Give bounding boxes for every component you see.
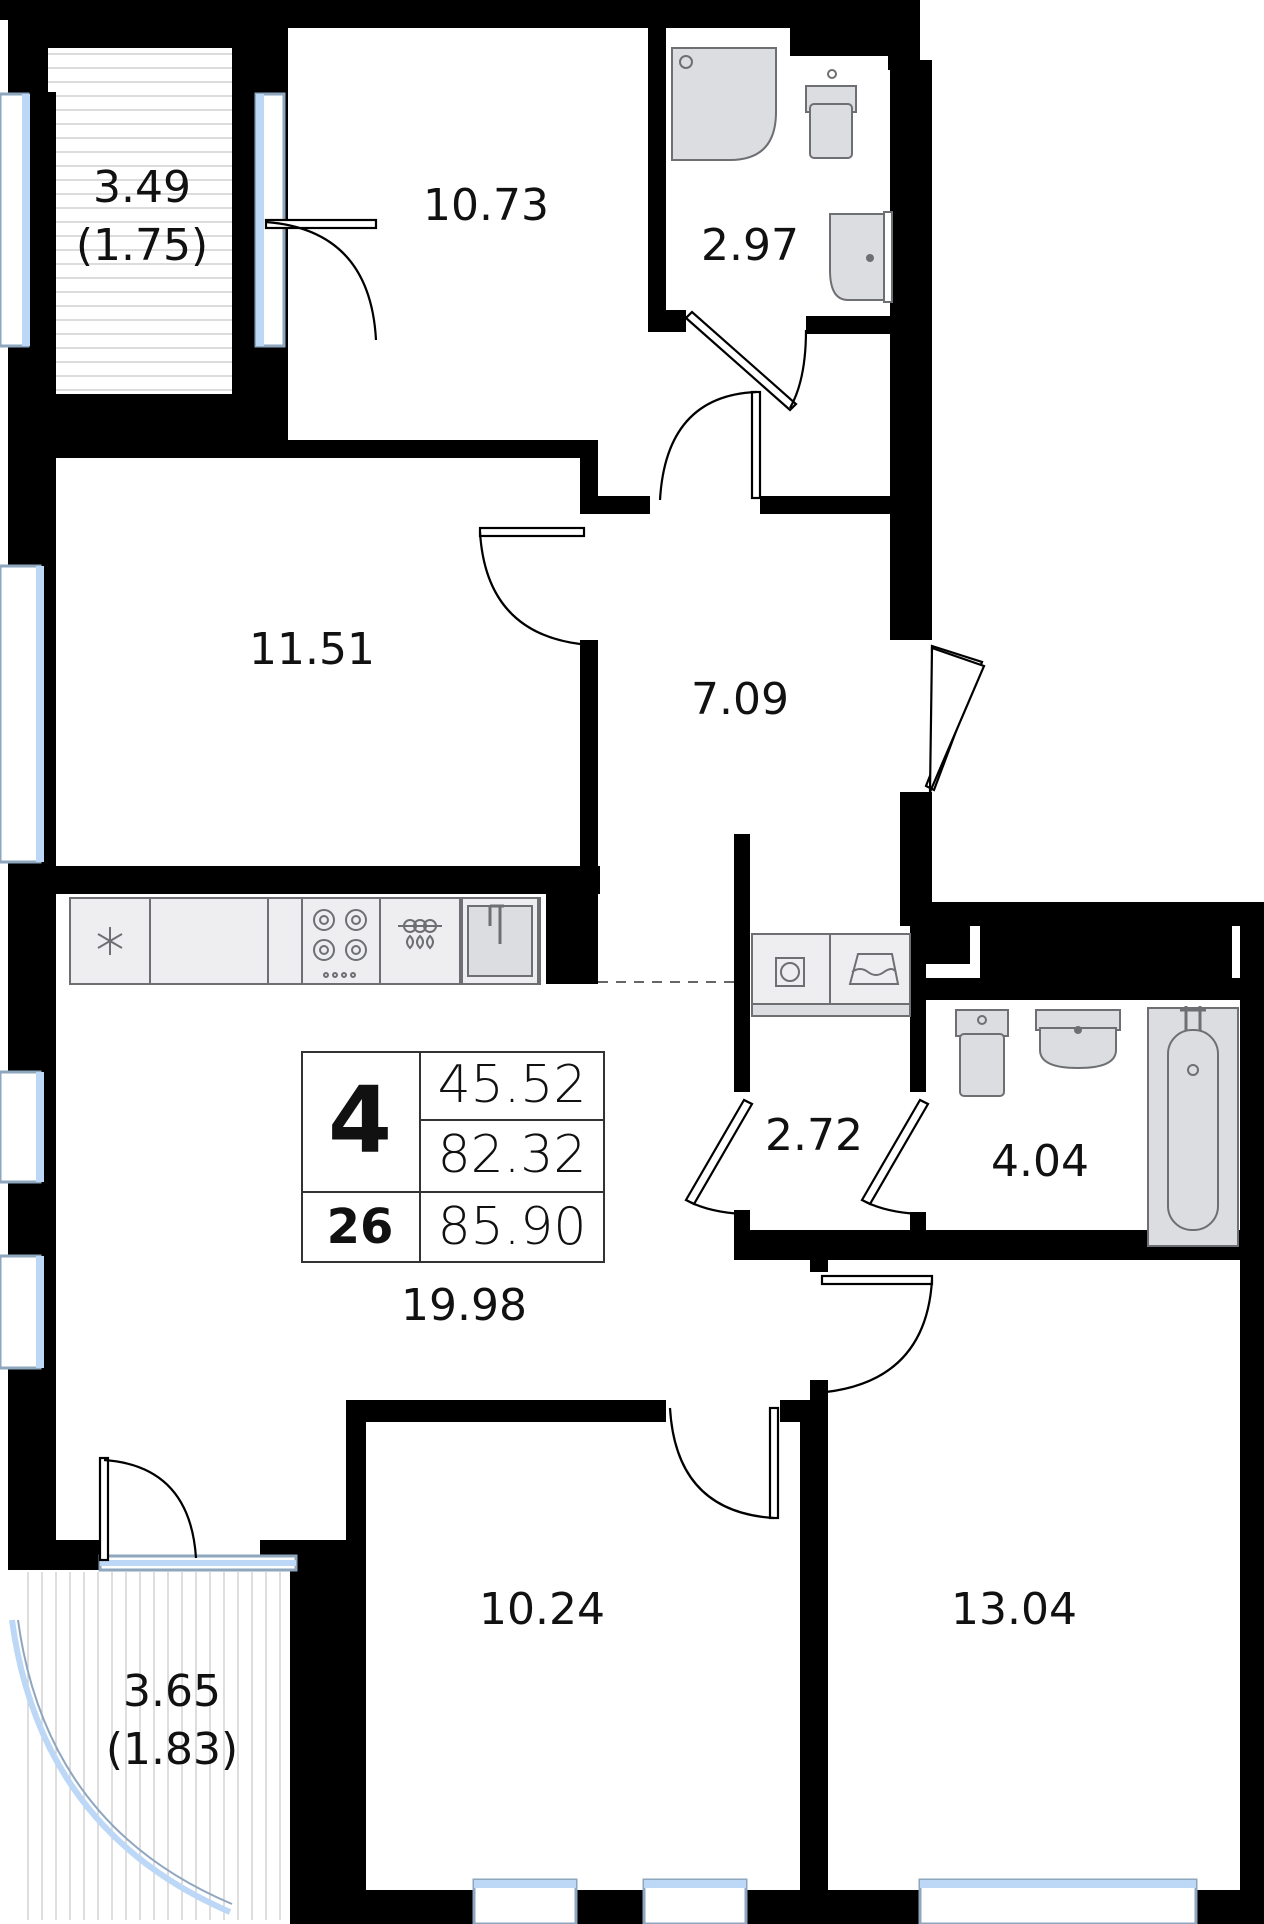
dryer-icon xyxy=(848,953,900,985)
total-with-balcony: 85.90 xyxy=(438,1197,587,1257)
room-area-room-left: 11.51 xyxy=(249,624,375,675)
room-area-bedroom-top: 10.73 xyxy=(423,180,549,231)
washing-machine-icon xyxy=(775,957,805,987)
shower-icon xyxy=(671,47,777,161)
room-sub-balcony-bottom: (1.83) xyxy=(106,1724,238,1775)
bathroom-bottom-fixtures xyxy=(955,1006,1239,1247)
room-area-bedroom-bottom-left: 10.24 xyxy=(479,1584,605,1635)
doors xyxy=(98,218,986,1562)
balcony-bottom xyxy=(9,1568,290,1924)
total-area: 82.32 xyxy=(438,1125,587,1185)
room-sub-balcony-top: (1.75) xyxy=(76,220,208,271)
kitchen-counter xyxy=(69,897,541,985)
living-area: 45.52 xyxy=(438,1055,587,1115)
room-area-hallway: 7.09 xyxy=(691,674,789,725)
rooms-count: 4 xyxy=(328,1066,392,1173)
windows xyxy=(0,92,1198,1924)
floor-number: 26 xyxy=(327,1199,394,1255)
stove-icon xyxy=(313,909,367,978)
sink-icon xyxy=(829,213,885,301)
laundry xyxy=(751,933,911,1017)
room-area-bedroom-bottom-right: 13.04 xyxy=(951,1584,1077,1635)
room-labels: 3.49 (1.75) 10.73 2.97 11.51 7.09 2.72 4… xyxy=(76,162,1089,1775)
sink-icon xyxy=(488,904,504,944)
snowflake-icon xyxy=(97,927,123,955)
toilet-icon xyxy=(955,1009,1009,1097)
bathtub-icon xyxy=(1147,1006,1239,1247)
room-area-kitchen-living: 19.98 xyxy=(401,1280,527,1331)
room-area-storage: 2.72 xyxy=(765,1110,863,1161)
balcony-top xyxy=(48,48,232,394)
toilet-icon xyxy=(805,69,857,159)
room-area-balcony-top: 3.49 xyxy=(93,162,191,213)
room-area-bathroom-top: 2.97 xyxy=(701,220,799,271)
dishwasher-icon xyxy=(398,919,442,950)
room-area-bathroom-bottom: 4.04 xyxy=(991,1136,1089,1187)
sink-icon xyxy=(1035,1009,1121,1070)
apartment-info: 4 26 45.52 82.32 85.90 xyxy=(301,1051,605,1263)
bathroom-top-fixtures xyxy=(671,47,893,303)
room-area-balcony-bottom: 3.65 xyxy=(123,1666,221,1717)
